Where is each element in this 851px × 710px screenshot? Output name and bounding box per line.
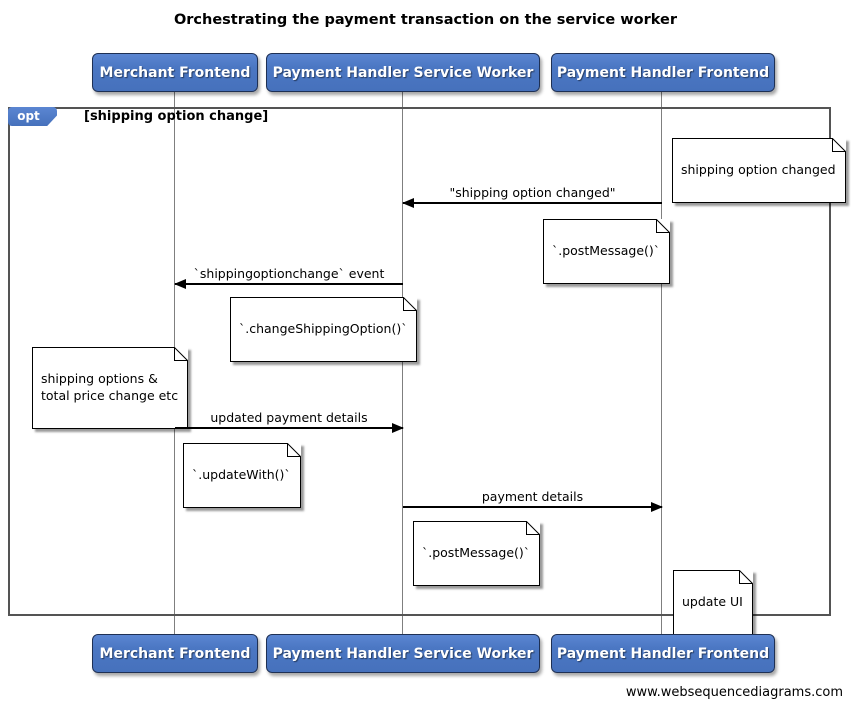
note-text: `.postMessage()`: [422, 544, 531, 560]
note-text: shipping option changed: [681, 161, 836, 177]
note-text: update UI: [682, 593, 743, 609]
lifeline-payment-handler-frontend: [661, 92, 662, 634]
note-update-ui: update UI: [673, 570, 753, 635]
message-line: [174, 279, 403, 289]
note-fold-icon: [831, 138, 846, 152]
note-fold-icon: [526, 521, 541, 535]
arrowhead-left-icon: [174, 279, 186, 289]
actor-top-payment-handler-service-worker: Payment Handler Service Worker: [266, 53, 540, 92]
note-shipping-option-changed: shipping option changed: [672, 138, 846, 203]
note-postmessage-2: `.postMessage()`: [413, 521, 541, 586]
diagram-title: Orchestrating the payment transaction on…: [173, 12, 678, 28]
note-fold-icon: [286, 443, 301, 457]
note-fold-icon: [174, 347, 189, 361]
message-line: [175, 423, 404, 433]
note-shipping-options-price-change: shipping options & total price change et…: [32, 347, 189, 429]
note-changeshippingoption: `.changeShippingOption()`: [230, 297, 418, 362]
actor-label: Payment Handler Frontend: [556, 64, 770, 81]
message-line: [402, 198, 662, 208]
opt-operator-label: opt: [17, 109, 40, 123]
lifeline-payment-handler-service-worker: [402, 92, 403, 634]
message-payment-details: payment details: [403, 489, 663, 512]
actor-top-payment-handler-frontend: Payment Handler Frontend: [551, 53, 775, 92]
opt-fragment-frame: opt [shipping option change]: [8, 107, 831, 616]
opt-guard-condition: [shipping option change]: [84, 109, 269, 124]
actor-label: Merchant Frontend: [99, 64, 251, 81]
actor-label: Payment Handler Service Worker: [272, 645, 534, 662]
actor-label: Payment Handler Service Worker: [272, 64, 534, 81]
actor-bottom-payment-handler-frontend: Payment Handler Frontend: [551, 634, 775, 673]
message-label: updated payment details: [210, 410, 368, 425]
note-text: `.postMessage()`: [552, 242, 661, 258]
message-label: payment details: [481, 489, 584, 504]
note-fold-icon: [656, 219, 671, 233]
websequencediagrams-watermark: www.websequencediagrams.com: [625, 685, 843, 700]
actor-label: Merchant Frontend: [99, 645, 251, 662]
message-updated-payment-details: updated payment details: [175, 410, 404, 433]
actor-bottom-payment-handler-service-worker: Payment Handler Service Worker: [266, 634, 540, 673]
arrowhead-right-icon: [651, 502, 663, 512]
message-label: "shipping option changed": [449, 185, 616, 200]
note-text: `.updateWith()`: [192, 466, 291, 482]
note-text: `.changeShippingOption()`: [239, 320, 408, 336]
note-text: shipping options & total price change et…: [41, 370, 179, 403]
note-updatewith: `.updateWith()`: [183, 443, 301, 508]
message-line: [403, 502, 663, 512]
note-postmessage-1: `.postMessage()`: [543, 219, 671, 284]
message-shippingoptionchange-event: `shippingoptionchange` event: [174, 266, 403, 289]
note-fold-icon: [738, 570, 753, 584]
actor-label: Payment Handler Frontend: [556, 645, 770, 662]
message-shipping-option-changed: "shipping option changed": [402, 185, 662, 208]
opt-operator-tab: opt: [8, 107, 57, 126]
actor-top-merchant-frontend: Merchant Frontend: [92, 53, 258, 92]
actor-bottom-merchant-frontend: Merchant Frontend: [92, 634, 258, 673]
note-fold-icon: [403, 297, 418, 311]
arrowhead-left-icon: [402, 198, 414, 208]
message-label: `shippingoptionchange` event: [193, 266, 385, 281]
arrowhead-right-icon: [392, 423, 404, 433]
